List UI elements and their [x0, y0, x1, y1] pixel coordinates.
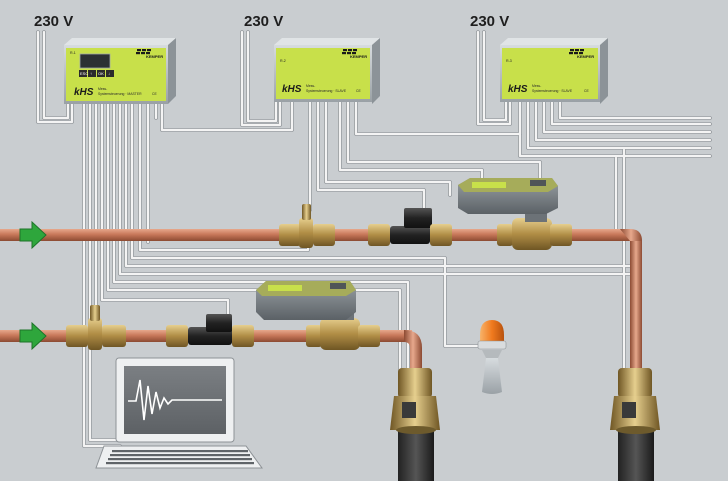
kemper-logo-icon [342, 49, 357, 55]
ce-mark: CE [584, 89, 589, 93]
controller-brand: kHS [74, 87, 94, 98]
laptop-keyboard [106, 450, 254, 465]
key-down-button[interactable]: ↓ [108, 71, 110, 76]
controller-slave-2: R-3 KEMPER kHS Mess- Systemsteuerung · S… [500, 38, 608, 104]
flow-arrow-upper-icon [19, 220, 47, 250]
drain-right [610, 368, 660, 481]
controller-logo: KEMPER [146, 54, 163, 59]
controller-subtitle: Systemsteuerung · MASTER [98, 92, 142, 96]
flow-arrow-lower-icon [19, 321, 47, 351]
controller-brand: kHS [282, 84, 302, 95]
controller-id: R-1 [70, 51, 76, 55]
controller-logo: KEMPER [350, 54, 367, 59]
kemper-logo-icon [136, 49, 151, 55]
controller-brand: kHS [508, 84, 528, 95]
controller-subtitle: Systemsteuerung · SLAVE [532, 89, 573, 93]
lower-sensor-fitting [66, 305, 126, 350]
controller-id: R-2 [280, 59, 286, 63]
controller-subtitle: Systemsteuerung · SLAVE [306, 89, 347, 93]
controller-display [79, 53, 111, 69]
laptop-monitor [95, 357, 263, 469]
controller-logo: KEMPER [577, 54, 594, 59]
upper-sensor-fitting [279, 204, 335, 248]
controller-series: Mess- [98, 87, 107, 91]
upper-actuator-valve [458, 178, 572, 250]
upper-solenoid-valve [368, 208, 452, 246]
kemper-logo-icon [569, 49, 584, 55]
key-esc-button[interactable]: ESC [80, 71, 88, 76]
key-up-button[interactable]: ↑ [90, 71, 92, 76]
drain-left [390, 368, 440, 481]
signal-trace [128, 379, 222, 421]
supply-label-1: 230 V [34, 13, 73, 30]
supply-label-2: 230 V [244, 13, 283, 30]
lower-solenoid-valve [166, 314, 254, 347]
warning-beacon-icon [477, 320, 507, 394]
lower-actuator-valve [256, 281, 380, 350]
ce-mark: CE [356, 89, 361, 93]
controller-series: Mess- [306, 84, 315, 88]
supply-label-3: 230 V [470, 13, 509, 30]
ce-mark: CE [152, 92, 157, 96]
controller-slave-1: R-2 KEMPER kHS Mess- Systemsteuerung · S… [274, 38, 380, 104]
key-ok-button[interactable]: OK [98, 71, 104, 76]
controller-master: R-1 KEMPER ESC ↑ OK ↓ kHS Mess- Systemst… [64, 38, 176, 104]
controller-id: R-3 [506, 59, 512, 63]
controller-series: Mess- [532, 84, 541, 88]
controller-keypad: ESC ↑ OK ↓ [79, 70, 114, 77]
